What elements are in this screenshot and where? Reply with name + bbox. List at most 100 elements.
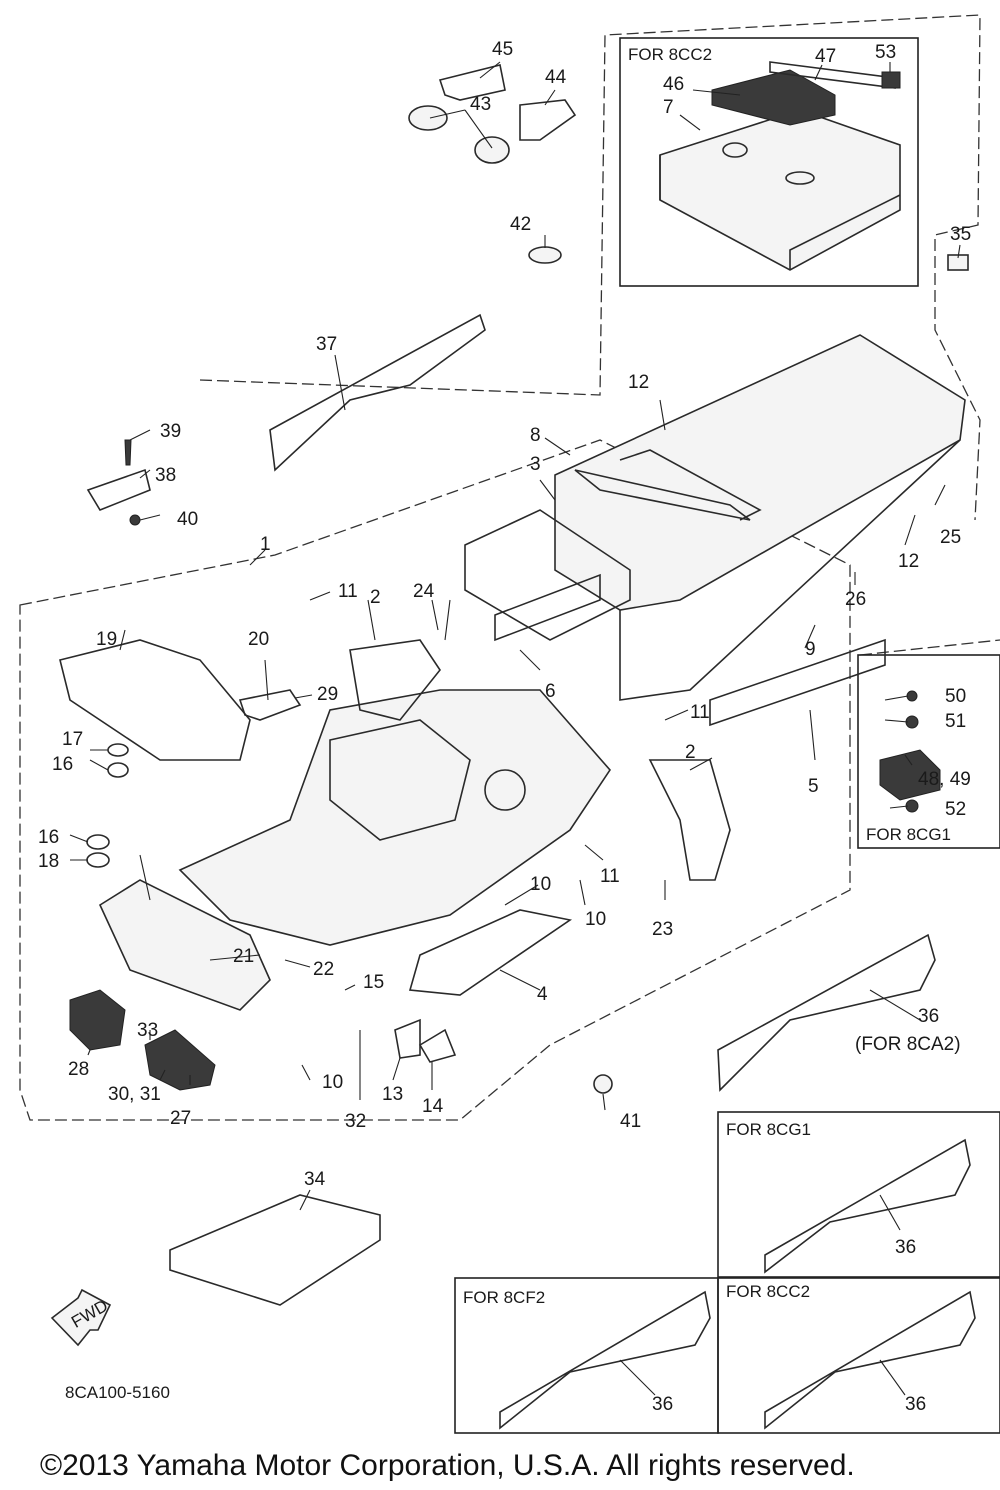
part-7-seat-base xyxy=(659,109,901,271)
part-18-bushing xyxy=(86,852,110,868)
label-part-22: 22 xyxy=(313,959,334,980)
label-part-29: 29 xyxy=(317,684,338,705)
label-part-24: 24 xyxy=(413,581,435,602)
part-36-decal-8cc2 xyxy=(764,1290,976,1430)
part-43-cover-b xyxy=(474,136,510,164)
label-part-37: 37 xyxy=(316,334,337,355)
label-part-8: 8 xyxy=(530,425,541,446)
leader-lines xyxy=(69,61,961,1396)
label-part-16-bottom: 16 xyxy=(38,827,59,848)
part-17-bushing xyxy=(107,743,129,757)
assembly-outline-upper xyxy=(199,14,981,521)
part-36-decal-8cf2 xyxy=(499,1290,711,1430)
label-part-10-b: 10 xyxy=(585,909,606,930)
label-part-50: 50 xyxy=(945,686,966,707)
note-for-8ca2: (FOR 8CA2) xyxy=(855,1034,961,1055)
box-title-variant-8cg1: FOR 8CG1 xyxy=(726,1120,811,1139)
label-part-46: 46 xyxy=(663,74,684,95)
part-44-plate xyxy=(519,99,577,141)
label-part-10-a: 10 xyxy=(530,874,551,895)
box-for-8cg1-side xyxy=(857,654,1000,849)
part-41-cap xyxy=(593,1074,613,1094)
part-7-hole-a xyxy=(722,142,748,158)
label-part-23: 23 xyxy=(652,919,673,940)
assembly-outline-frame xyxy=(19,439,851,1121)
label-part-32: 32 xyxy=(345,1111,366,1132)
label-part-27: 27 xyxy=(170,1108,191,1129)
part-tunnel-top xyxy=(554,334,966,611)
label-part-11-right: 11 xyxy=(600,866,620,887)
label-part-9: 9 xyxy=(805,639,816,660)
part-16-collar-a xyxy=(107,762,129,778)
label-part-39: 39 xyxy=(160,421,181,442)
label-part-53: 53 xyxy=(875,42,896,63)
label-part-11-top: 11 xyxy=(338,581,358,602)
part-labels: 45 44 43 46 47 53 7 35 42 37 39 38 40 12… xyxy=(38,39,971,1415)
label-part-25: 25 xyxy=(940,527,961,548)
label-part-52: 52 xyxy=(945,799,966,820)
part-36-decal-8ca2 xyxy=(717,933,936,1092)
part-34-mat xyxy=(169,1194,381,1306)
label-part-41: 41 xyxy=(620,1111,641,1132)
part-42-grommet xyxy=(528,246,562,264)
label-part-51: 51 xyxy=(945,711,966,732)
label-part-36-8cf2: 36 xyxy=(652,1394,673,1415)
label-part-7: 7 xyxy=(663,97,674,118)
part-front-chassis xyxy=(178,689,612,946)
assembly-outline-right xyxy=(859,639,1000,656)
part-19-bumper xyxy=(59,639,251,761)
part-38-bracket xyxy=(86,468,151,511)
part-16-collar-b xyxy=(86,834,110,850)
box-variant-8cc2 xyxy=(717,1277,1000,1434)
part-4-skid-plate xyxy=(408,909,573,996)
label-part-3: 3 xyxy=(530,454,541,475)
part-tunnel-side xyxy=(619,439,961,701)
label-part-47: 47 xyxy=(815,46,836,67)
part-36-decal-8cg1 xyxy=(764,1138,971,1274)
copyright-notice: ©2013 Yamaha Motor Corporation, U.S.A. A… xyxy=(40,1449,855,1482)
label-part-36-8ca2: 36 xyxy=(918,1006,939,1027)
box-title-variant-8cf2: FOR 8CF2 xyxy=(463,1288,545,1307)
label-part-19: 19 xyxy=(96,629,117,650)
label-part-45: 45 xyxy=(492,39,513,60)
label-part-11-mid: 11 xyxy=(690,702,710,723)
label-part-48-49: 48, 49 xyxy=(918,769,971,790)
part-29-plate xyxy=(238,689,302,721)
label-part-5: 5 xyxy=(808,776,819,797)
part-2-handle-right xyxy=(648,759,731,881)
label-part-16-top: 16 xyxy=(52,754,73,775)
label-part-20: 20 xyxy=(248,629,269,650)
fwd-arrow-icon: FWD xyxy=(50,1288,111,1347)
part-6-plate xyxy=(494,573,601,642)
label-part-17: 17 xyxy=(62,729,83,750)
part-53-pad xyxy=(881,71,901,89)
label-part-26: 26 xyxy=(845,589,866,610)
part-28-boot xyxy=(69,989,126,1051)
label-part-1: 1 xyxy=(260,534,271,555)
box-variant-8cg1 xyxy=(717,1111,1000,1278)
part-3-bracket xyxy=(464,509,631,641)
part-50-bolt xyxy=(906,690,918,702)
label-part-4: 4 xyxy=(537,984,548,1005)
part-39-screw xyxy=(124,439,132,466)
label-part-34: 34 xyxy=(304,1169,326,1190)
label-part-15: 15 xyxy=(363,972,384,993)
label-part-35: 35 xyxy=(950,224,971,245)
label-part-2-left: 2 xyxy=(370,587,381,608)
part-front-chassis-boss xyxy=(484,769,526,811)
part-43-cover-a xyxy=(408,105,448,131)
part-13-bracket xyxy=(394,1018,421,1059)
label-part-21: 21 xyxy=(233,946,254,967)
label-part-10-c: 10 xyxy=(322,1072,343,1093)
diagram-code: 8CA100-5160 xyxy=(65,1383,170,1402)
label-part-13: 13 xyxy=(382,1084,403,1105)
label-part-36-8cg1: 36 xyxy=(895,1237,916,1258)
part-7-hole-b xyxy=(785,171,815,185)
part-48-49-hitch xyxy=(879,749,941,801)
part-46-emblem-plate xyxy=(711,69,836,126)
part-front-chassis-detail xyxy=(329,719,471,841)
label-part-14: 14 xyxy=(422,1096,444,1117)
label-part-30-31: 30, 31 xyxy=(108,1084,161,1105)
label-part-40: 40 xyxy=(177,509,198,530)
